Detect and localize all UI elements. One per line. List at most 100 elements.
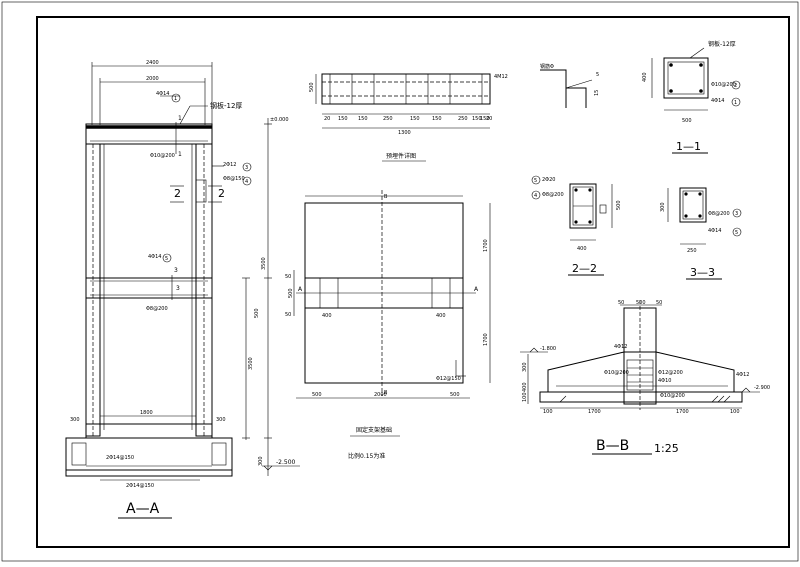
secb-bars-c: Φ12@200 xyxy=(658,370,683,376)
lbl-stirrup: Φ8@150 xyxy=(223,176,245,182)
dim-inner: 2000 xyxy=(146,76,159,82)
hook-dim2: 15 xyxy=(594,90,600,96)
section-mark-3b: 3 xyxy=(176,285,180,292)
plan-w-mid: 2000 xyxy=(374,392,387,398)
sec2-circle-4: 4 xyxy=(534,193,537,199)
circle-1: 1 xyxy=(174,96,177,102)
lbl-bars: 2Φ12 xyxy=(223,162,236,168)
secb-bars-e: 4Φ12 xyxy=(736,372,749,378)
secb-bars-f: Φ10@200 xyxy=(660,393,685,399)
sec3-title: 3—3 xyxy=(690,266,715,279)
sec2-title: 2—2 xyxy=(572,262,597,275)
plate-sp-7: 250 xyxy=(458,116,468,122)
sec1-plate: 钢板-12厚 xyxy=(708,40,736,48)
secb-w-b: 100 xyxy=(730,409,740,415)
dim-bot-b: 300 xyxy=(216,417,226,423)
sec1-w: 500 xyxy=(682,118,692,124)
secb-h2: 400 xyxy=(522,382,528,392)
secb-h3: 100 xyxy=(522,392,528,402)
plate-sp-9: 150 xyxy=(480,116,490,122)
plan-mesh: Φ12@150 xyxy=(436,376,461,382)
plan-w-left: 500 xyxy=(312,392,322,398)
dim-h-top: 3500 xyxy=(261,257,267,270)
plan-h-bot: 1700 xyxy=(483,333,489,346)
sec1-title: 1—1 xyxy=(676,140,701,153)
rebar-mid: 4Φ14 xyxy=(148,254,161,260)
cut-mark-a-right: A xyxy=(474,286,479,293)
sec2-h: 500 xyxy=(616,200,622,210)
plan-h-50a: 50 xyxy=(285,274,291,280)
secb-w-a: 100 xyxy=(543,409,553,415)
section-b-b: 50 500 50 -1.800 -2.900 4Φ12 Φ10@200 Φ12… xyxy=(520,300,770,455)
foundation-plan: A A B B 500 2000 500 400 400 1700 1700 5… xyxy=(285,190,491,460)
dim-h-a: 3500 xyxy=(248,357,254,370)
circle-5: 5 xyxy=(165,256,168,262)
secb-lvl-bot: -2.900 xyxy=(754,385,770,391)
secb-bars-a: 4Φ12 xyxy=(614,344,627,350)
bar-bottom: 2Φ14@150 xyxy=(106,455,134,461)
inner-border xyxy=(36,16,790,548)
section-mark-3a: 3 xyxy=(174,267,178,274)
sec1-circle-1: 1 xyxy=(734,100,737,106)
hook-detail: 钢筋Φ 5 15 xyxy=(540,63,600,108)
sec1-h: 400 xyxy=(642,72,648,82)
secb-bars-b: Φ10@200 xyxy=(604,370,629,376)
sec3-stirrup: Φ8@200 xyxy=(708,211,730,217)
plate-h: 500 xyxy=(309,82,315,92)
plate-caption: 预埋件详图 xyxy=(386,152,416,160)
sec2-w: 400 xyxy=(577,246,587,252)
sec3-circle-3: 3 xyxy=(735,211,738,217)
cut-mark-a-left: A xyxy=(298,286,303,293)
dim-h-c: 500 xyxy=(254,308,260,318)
level-top: ±0.000 xyxy=(270,117,289,123)
secb-bars-d: 4Φ10 xyxy=(658,378,671,384)
hook-dim: 5 xyxy=(596,72,599,78)
section-mark-2l: 2 xyxy=(174,187,181,200)
dim-bot-inner: 1800 xyxy=(140,410,153,416)
hook-label: 钢筋Φ xyxy=(540,63,554,70)
plate-total: 1300 xyxy=(398,130,411,136)
plan-h-mid: 500 xyxy=(288,288,294,298)
sec1-stirrup: Φ10@200 xyxy=(711,82,736,88)
stirrup-low: Φ8@200 xyxy=(146,306,168,312)
sec3-w: 250 xyxy=(687,248,697,254)
elevation-a-a: 2400 2000 3500 xyxy=(65,60,300,519)
stirrup-main: Φ10@200 xyxy=(150,153,175,159)
plan-w-right: 500 xyxy=(450,392,460,398)
section-mark-2r: 2 xyxy=(218,187,225,200)
level-bottom: -2.500 xyxy=(276,459,296,466)
section-mark-1a: 1 xyxy=(178,115,182,122)
sec3-h: 300 xyxy=(660,202,666,212)
section-2-2: 400 500 5 2Φ20 4 Φ8@200 2—2 xyxy=(531,175,622,276)
circle-3: 3 xyxy=(245,165,248,171)
plan-pad-r: 400 xyxy=(436,313,446,319)
sec1-bars: 4Φ14 xyxy=(711,98,724,104)
secb-h1: 300 xyxy=(522,362,528,372)
plate-sp-6: 150 xyxy=(432,116,442,122)
plate-sp-8: 150 xyxy=(472,116,482,122)
secb-top-c: 50 xyxy=(656,300,662,306)
sec2-bars-top: 2Φ20 xyxy=(542,177,555,183)
sec3-bars: 4Φ14 xyxy=(708,228,721,234)
plan-h-top: 1700 xyxy=(483,239,489,252)
plate-sp-10: 20 xyxy=(486,116,492,122)
plate-sp-4: 250 xyxy=(383,116,393,122)
sec1-circle-2: 2 xyxy=(734,83,737,89)
section-mark-1b: 1 xyxy=(178,151,182,158)
plate-sp-5: 150 xyxy=(410,116,420,122)
circle-4: 4 xyxy=(245,179,248,185)
section-3-3: 300 250 Φ8@200 3 4Φ14 5 3—3 xyxy=(660,187,742,280)
cut-mark-b-top: B xyxy=(384,194,388,200)
plan-caption: 固定支架基础 xyxy=(356,426,392,434)
plan-pad-l: 400 xyxy=(322,313,332,319)
dim-total: 2400 xyxy=(146,60,159,66)
sec3-circle-5: 5 xyxy=(735,230,738,236)
plate-sp-3: 150 xyxy=(358,116,368,122)
secb-w-r: 1700 xyxy=(676,409,689,415)
section-1-1: 500 400 钢板-12厚 Φ10@200 2 4Φ14 1 1—1 xyxy=(642,40,741,154)
title-a-a: A—A xyxy=(126,501,160,517)
secb-w-l: 1700 xyxy=(588,409,601,415)
rebar-top-label: 4Φ14 xyxy=(156,91,169,97)
